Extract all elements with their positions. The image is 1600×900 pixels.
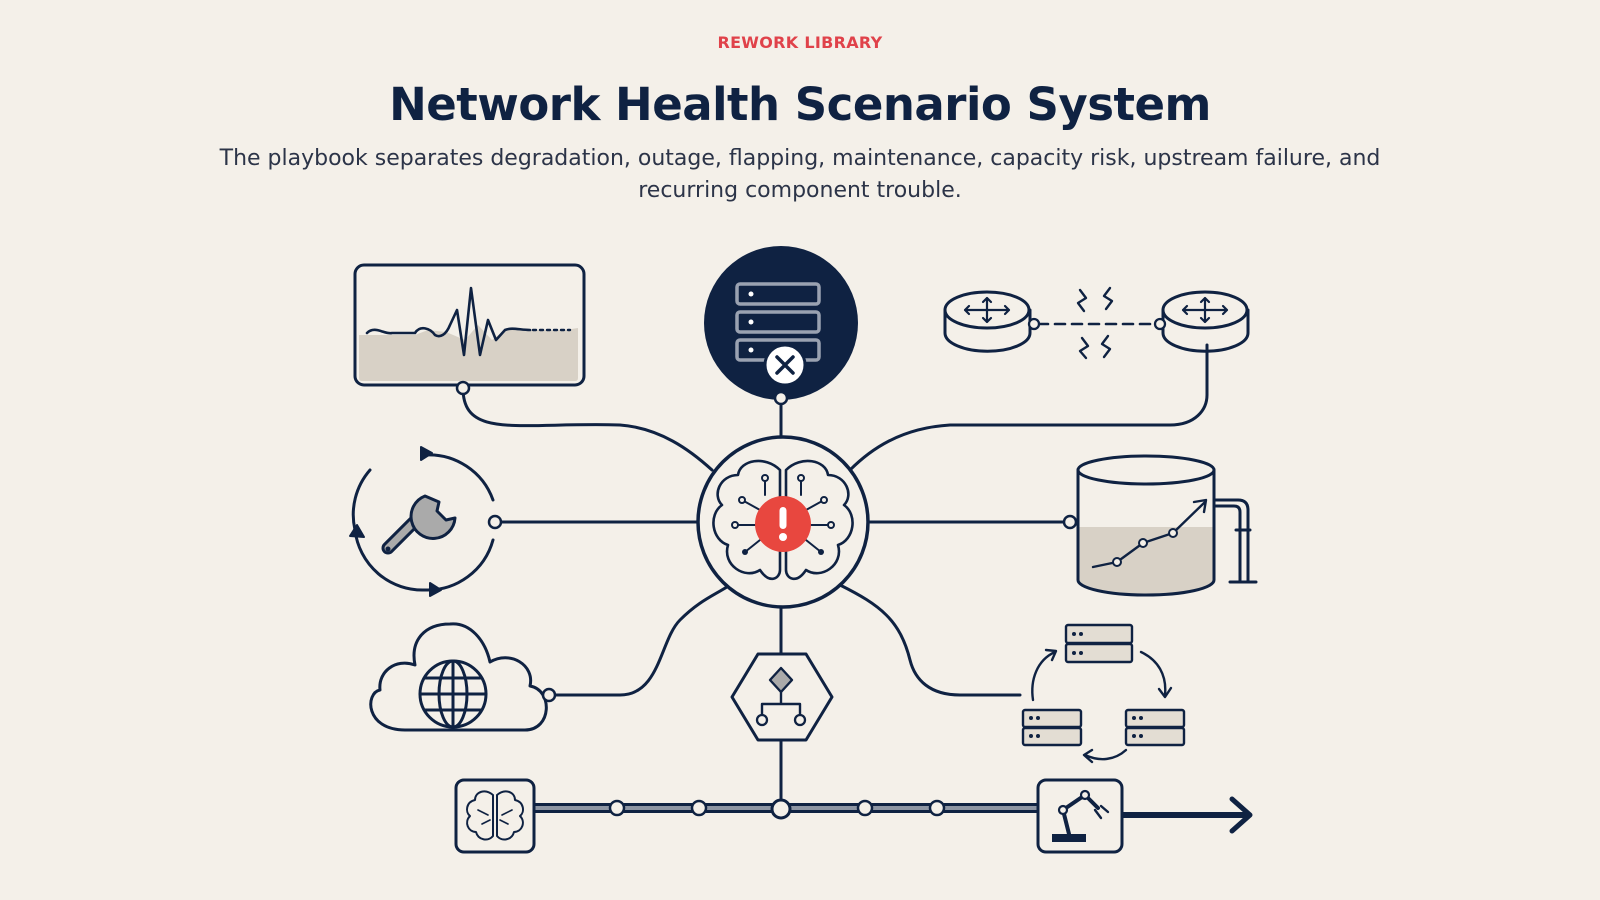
server-down-icon [704,246,858,406]
page-subtitle: The playbook separates degradation, outa… [219,146,1381,203]
robot-arm-icon [1036,778,1124,854]
page-title: Network Health Scenario System [389,78,1211,131]
connector-lines [461,350,1209,807]
eyebrow-label: REWORK LIBRARY [717,33,883,52]
flapping-link-icon [943,286,1250,360]
cloud-globe-icon [369,622,557,732]
tank-rising-icon [1062,454,1258,597]
brain-alert-icon [696,435,870,609]
waveform-monitor-icon [353,263,586,396]
hexagon-decision-icon [730,652,834,742]
wrench-cycle-icon [349,446,503,597]
server-cycle-icon [1021,623,1186,764]
brain-chip-icon [454,778,536,854]
timeline-bar [529,796,1253,834]
